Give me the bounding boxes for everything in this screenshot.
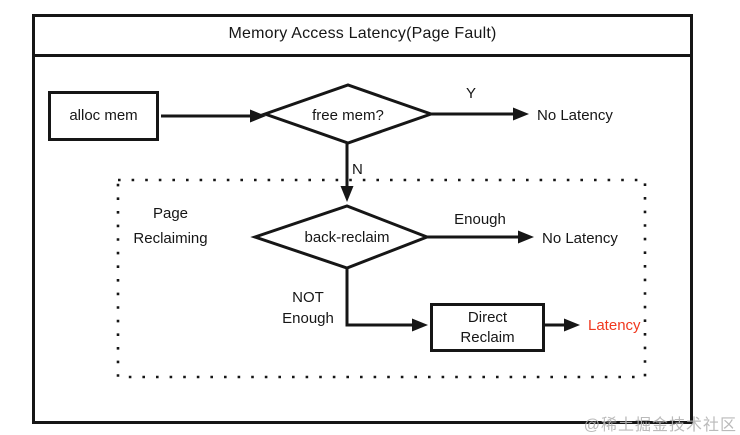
region-label-line2: Reclaiming (133, 230, 208, 247)
decision-back-reclaim-diamond (250, 204, 432, 270)
diagram-title: Memory Access Latency(Page Fault) (228, 25, 497, 42)
node-direct-reclaim-label-line2: Reclaim (460, 328, 515, 346)
edge-label-not-enough-line1: NOT (292, 289, 324, 306)
diagram-title-bar: Memory Access Latency(Page Fault) (32, 14, 693, 57)
node-direct-reclaim-label-line1: Direct (467, 308, 508, 326)
edge-label-enough: Enough (454, 211, 506, 228)
arrowhead-into-nolatency-top (513, 107, 529, 121)
arrowhead-into-directreclaim (412, 318, 428, 332)
node-alloc-mem-label: alloc mem (69, 107, 138, 124)
decision-back-reclaim-label: back-reclaim (304, 229, 390, 246)
edge-backreclaim-to-directreclaim (345, 266, 413, 327)
latency-label: Latency (588, 317, 641, 334)
edge-label-no: N (352, 161, 363, 178)
outcome-no-latency-top: No Latency (537, 107, 613, 124)
region-label-line1: Page (152, 205, 189, 222)
edge-label-not-enough: NOT Enough (268, 287, 348, 329)
decision-free-mem-diamond (260, 83, 436, 145)
arrowhead-into-backreclaim (340, 186, 354, 202)
arrowhead-into-nolatency-mid (518, 230, 534, 244)
region-label-page-reclaiming: Page Reclaiming (108, 201, 233, 251)
edge-label-not-enough-line2: Enough (282, 310, 334, 327)
arrowhead-into-freemem (250, 109, 266, 123)
node-alloc-mem: alloc mem (48, 91, 159, 141)
decision-free-mem-label: free mem? (312, 107, 384, 124)
node-direct-reclaim: Direct Reclaim (430, 303, 545, 352)
arrowhead-into-latency (564, 318, 580, 332)
outcome-no-latency-mid: No Latency (542, 230, 618, 247)
diagram-outer-frame (32, 14, 693, 424)
edge-label-yes: Y (465, 85, 476, 102)
watermark-text: @稀土掘金技术社区 (583, 417, 737, 434)
